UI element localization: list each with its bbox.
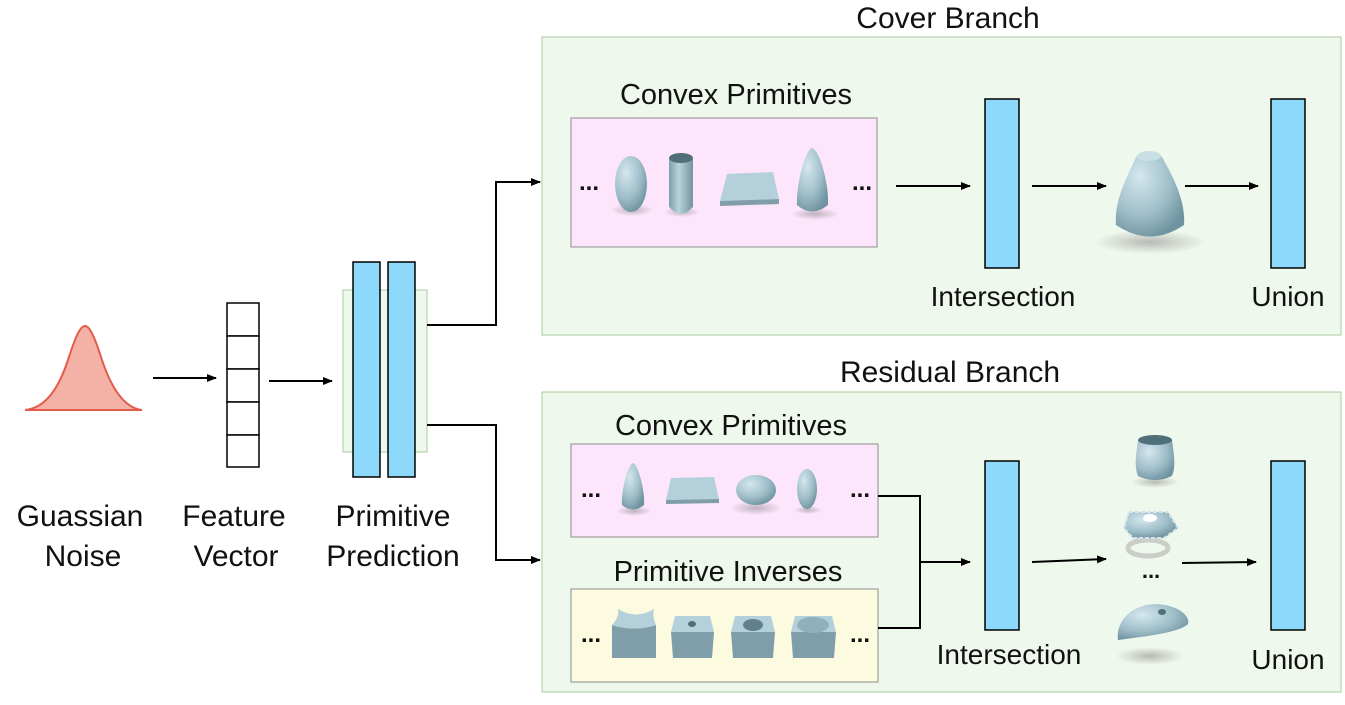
concave-cube-inverse-icon (612, 609, 656, 658)
residual-intersection-label: Intersection (937, 639, 1082, 670)
arrow-to-cover-branch (427, 178, 541, 326)
feature-label-line1: Feature (182, 500, 285, 533)
cover-union-label: Union (1251, 281, 1324, 312)
cube-with-bowl-inverse-icon (791, 616, 836, 658)
prediction-label-line2: Prediction (326, 540, 459, 573)
cover-convex-title: Convex Primitives (620, 79, 852, 111)
cover-intersection-bar (984, 98, 1020, 269)
cover-ellipsis-left: ... (579, 169, 599, 196)
arrow-to-residual-branch (427, 424, 541, 564)
residual-union-bar (1270, 460, 1306, 631)
thin-ellipsoid-primitive-icon (794, 469, 822, 514)
plane-primitive-icon (666, 477, 719, 504)
cube-with-cavity-inverse-icon (731, 616, 775, 658)
gaussian-curve-icon (24, 324, 143, 411)
flattened-ellipsoid-primitive-icon (730, 475, 782, 515)
ellipsoid-primitive-icon (610, 156, 654, 216)
residual-convex-ellipsis-left: ... (581, 476, 601, 503)
cover-branch-title: Cover Branch (856, 2, 1039, 35)
intersected-shape-icon (1094, 151, 1206, 254)
cone-primitive-icon (791, 148, 839, 220)
feature-vector-icon (226, 302, 260, 468)
cover-intersection-label: Intersection (931, 281, 1076, 312)
input-label-line1: Guassian (17, 500, 144, 533)
residual-convex-ellipsis-right: ... (850, 476, 870, 503)
plane-primitive-icon (720, 172, 779, 206)
residual-union-label: Union (1251, 644, 1324, 675)
primitive-prediction-block (342, 261, 428, 478)
feature-label-line2: Vector (193, 540, 278, 573)
cone-primitive-icon (616, 463, 652, 516)
cube-with-hole-inverse-icon (671, 616, 714, 658)
residual-inverse-ellipsis-right: ... (850, 621, 870, 648)
prediction-label-line1: Primitive (335, 500, 450, 533)
arrow-parts-to-union (1181, 558, 1257, 567)
residual-branch-title: Residual Branch (840, 356, 1060, 389)
cup-shape-icon (1131, 435, 1179, 488)
residual-convex-title: Convex Primitives (615, 410, 847, 442)
input-label-line2: Noise (45, 540, 122, 573)
dome-with-hole-shape-icon (1116, 604, 1189, 665)
residual-inverse-title: Primitive Inverses (614, 556, 843, 588)
residual-parts-ellipsis: ... (1142, 558, 1160, 583)
arrow-intersection-to-parts (1031, 555, 1107, 564)
cover-union-bar (1270, 98, 1306, 269)
ring-shape-icon (1122, 511, 1180, 559)
cover-ellipsis-right: ... (852, 169, 872, 196)
residual-intersection-bar (984, 460, 1020, 631)
residual-inverse-ellipsis-left: ... (581, 621, 601, 648)
residual-convex-box (570, 443, 879, 538)
cylinder-primitive-icon (664, 153, 700, 217)
